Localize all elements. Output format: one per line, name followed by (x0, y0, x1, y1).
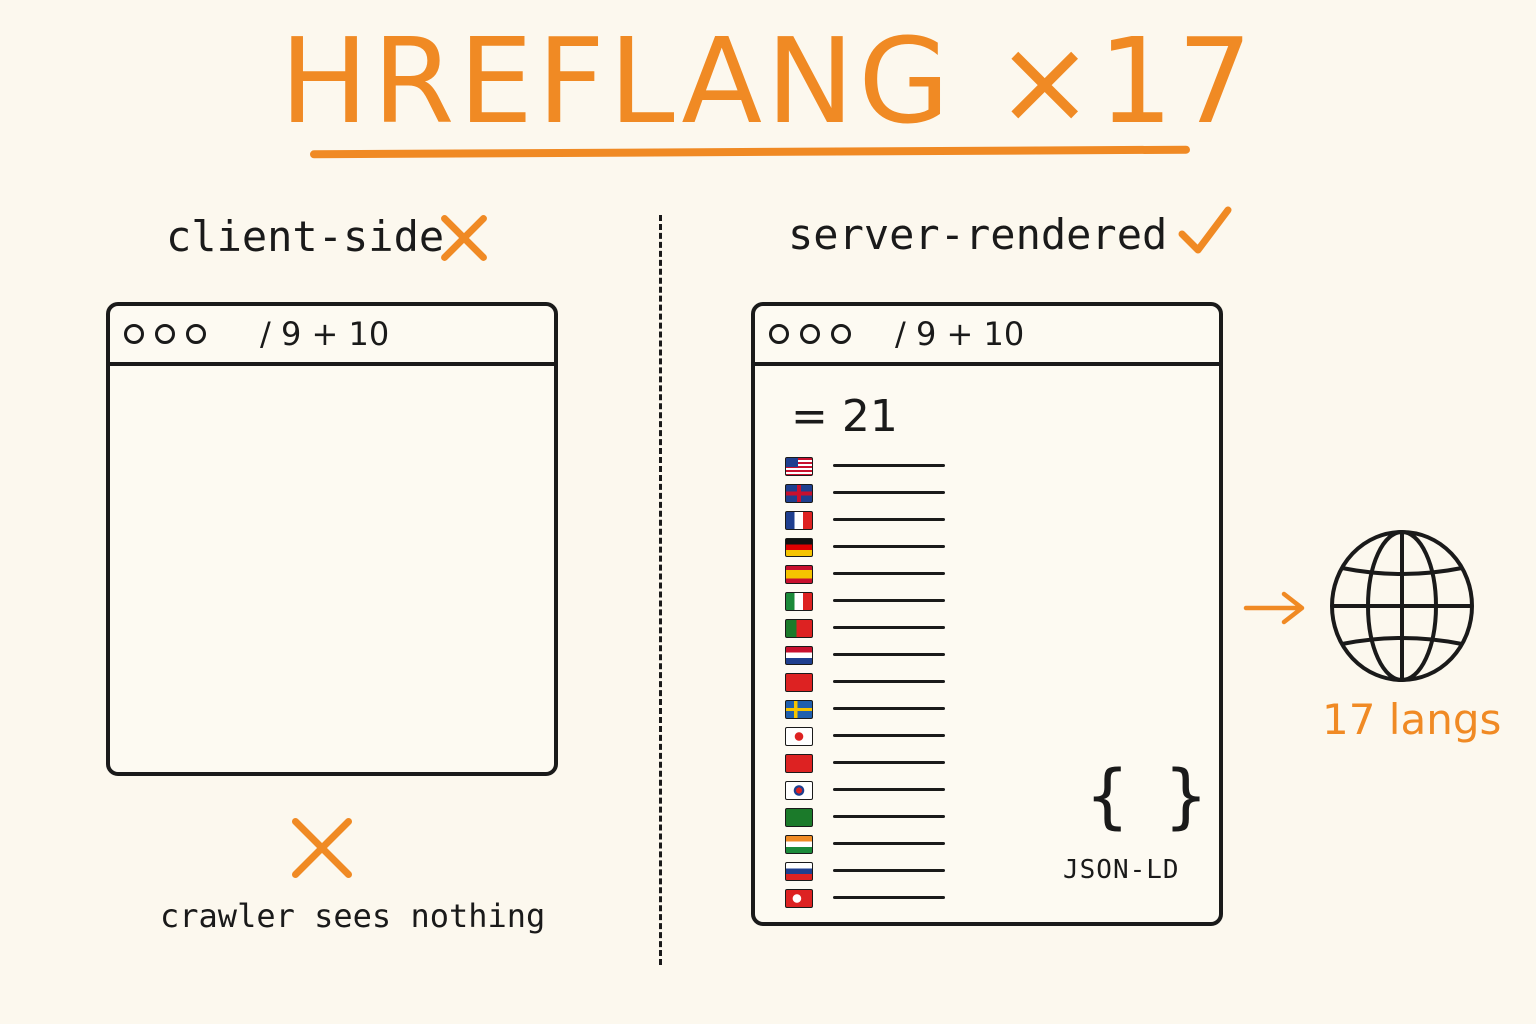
json-ld-label: JSON-LD (1063, 855, 1180, 885)
flag-it-icon (785, 592, 813, 611)
flag-sa-icon (785, 808, 813, 827)
window-dot-icon (769, 324, 789, 344)
window-controls (124, 324, 206, 344)
flag-in-icon (785, 835, 813, 854)
calculation-result: = 21 (791, 391, 898, 442)
client-side-heading: client-side (166, 212, 445, 261)
hreflang-row (785, 454, 955, 481)
flag-se-icon (785, 700, 813, 719)
hreflang-row (785, 643, 955, 670)
hreflang-line (833, 572, 945, 575)
hreflang-line (833, 464, 945, 467)
hreflang-row (785, 886, 955, 913)
cross-icon (292, 818, 352, 878)
hreflang-row (785, 670, 955, 697)
flag-cn-icon (785, 754, 813, 773)
flag-ru-icon (785, 862, 813, 881)
hreflang-line (833, 491, 945, 494)
flag-tr-icon (785, 889, 813, 908)
hreflang-line (833, 545, 945, 548)
client-side-browser-window: / 9 + 10 (106, 302, 558, 776)
server-rendered-heading: server-rendered (788, 210, 1168, 259)
flag-gb-icon (785, 484, 813, 503)
window-dot-icon (800, 324, 820, 344)
hreflang-line (833, 518, 945, 521)
json-braces-icon: { } (1085, 755, 1215, 837)
browser-url: / 9 + 10 (895, 315, 1025, 353)
window-controls (769, 324, 851, 344)
flag-kr-icon (785, 781, 813, 800)
hreflang-row (785, 562, 955, 589)
hreflang-row (785, 481, 955, 508)
flag-nl-icon (785, 646, 813, 665)
window-dot-icon (831, 324, 851, 344)
hreflang-row (785, 859, 955, 886)
browser-title-bar: / 9 + 10 (110, 306, 554, 366)
window-dot-icon (155, 324, 175, 344)
flag-de-icon (785, 538, 813, 557)
check-icon (1178, 206, 1232, 254)
cross-icon (440, 214, 488, 262)
languages-count-label: 17 langs (1322, 695, 1502, 744)
hreflang-line (833, 869, 945, 872)
hreflang-line (833, 896, 945, 899)
flag-fr-icon (785, 511, 813, 530)
hreflang-line (833, 788, 945, 791)
hreflang-line (833, 653, 945, 656)
hreflang-row (785, 535, 955, 562)
hreflang-line (833, 815, 945, 818)
hreflang-line (833, 599, 945, 602)
hreflang-row (785, 589, 955, 616)
flag-pt-icon (785, 619, 813, 638)
hreflang-row (785, 778, 955, 805)
hreflang-row (785, 616, 955, 643)
flag-es-icon (785, 565, 813, 584)
hreflang-line (833, 707, 945, 710)
hreflang-line (833, 761, 945, 764)
hreflang-list (785, 454, 955, 913)
server-rendered-browser-window: / 9 + 10 = 21 { } JSON-LD (751, 302, 1223, 926)
hreflang-line (833, 842, 945, 845)
browser-url: / 9 + 10 (260, 315, 390, 353)
flag-jp-icon (785, 727, 813, 746)
hreflang-row (785, 697, 955, 724)
hreflang-row (785, 508, 955, 535)
hreflang-line (833, 626, 945, 629)
globe-icon (1330, 530, 1474, 682)
browser-title-bar: / 9 + 10 (755, 306, 1219, 366)
hreflang-row (785, 832, 955, 859)
window-dot-icon (186, 324, 206, 344)
hreflang-line (833, 680, 945, 683)
hreflang-row (785, 751, 955, 778)
hreflang-row (785, 724, 955, 751)
hreflang-row (785, 805, 955, 832)
column-divider (659, 215, 662, 965)
hreflang-line (833, 734, 945, 737)
flag-us-icon (785, 457, 813, 476)
flag-ma-icon (785, 673, 813, 692)
page-title: HREFLANG ×17 (279, 12, 1257, 150)
window-dot-icon (124, 324, 144, 344)
crawler-caption: crawler sees nothing (160, 897, 546, 935)
arrow-right-icon (1243, 591, 1305, 625)
